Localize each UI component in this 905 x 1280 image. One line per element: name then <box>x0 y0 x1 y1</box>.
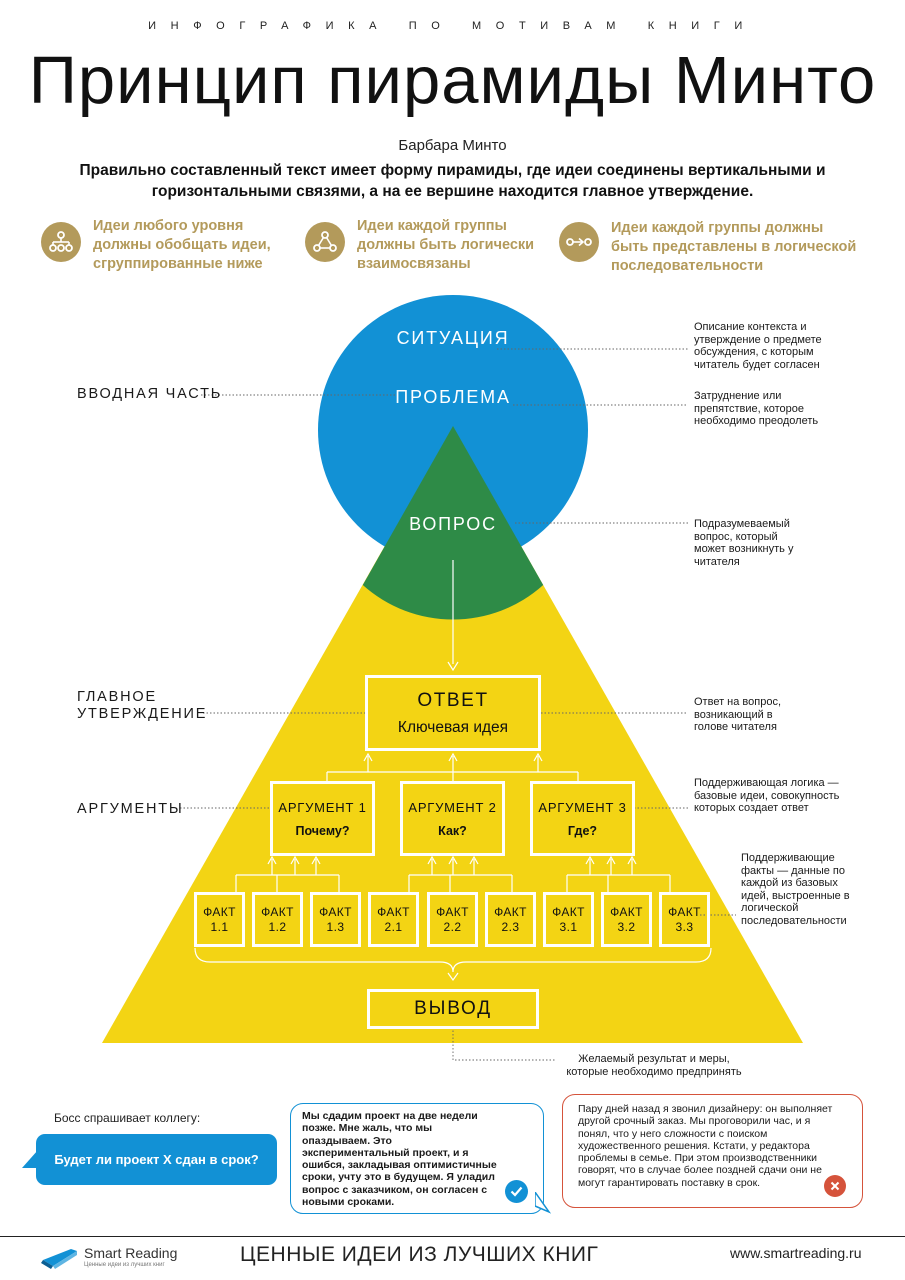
note-answer: Ответ на вопрос, возникающий в голове чи… <box>694 696 781 733</box>
book-author: Барбара Минто <box>398 137 507 154</box>
example-intro: Босс спрашивает коллегу: <box>54 1111 201 1125</box>
bubble-tail-icon <box>22 1150 38 1168</box>
argument-box-2: АРГУМЕНТ 2 Как? <box>400 781 505 856</box>
argument-question: Почему? <box>295 823 350 838</box>
network-icon <box>305 222 345 262</box>
footer-slogan: ЦЕННЫЕ ИДЕИ ИЗ ЛУЧШИХ КНИГ <box>240 1243 599 1266</box>
principle-3-text: Идеи каждой группы должны быть представл… <box>611 220 857 274</box>
site-url[interactable]: www.smartreading.ru <box>730 1245 862 1261</box>
smart-reading-logo-icon <box>41 1249 77 1269</box>
problem-label: ПРОБЛЕМА <box>395 387 511 407</box>
sequence-icon <box>559 222 599 262</box>
brand-name: Smart Reading <box>84 1245 178 1261</box>
brand-tagline: Ценные идеи из лучших книг <box>84 1262 165 1268</box>
checkmark-icon <box>505 1180 528 1203</box>
principle-2-text: Идеи каждой группы должны быть логически… <box>357 218 535 272</box>
infographic-kicker: ИНФОГРАФИКА ПО МОТИВАМ КНИГИ <box>148 20 757 32</box>
principle-1-text: Идеи любого уровня должны обобщать идеи,… <box>93 218 271 272</box>
argument-question: Как? <box>438 823 467 838</box>
good-answer-bubble: Мы сдадим проект на две недели позже. Мн… <box>290 1103 544 1214</box>
question-label: ВОПРОС <box>409 514 497 534</box>
good-answer-text: Мы сдадим проект на две недели позже. Мн… <box>302 1110 497 1209</box>
answer-box: ОТВЕТ Ключевая идея <box>365 675 541 751</box>
answer-subtitle: Ключевая идея <box>397 718 509 736</box>
lead-text: Правильно составленный текст имеет форму… <box>79 162 826 200</box>
hierarchy-icon <box>41 222 81 262</box>
argument-title: АРГУМЕНТ 2 <box>408 799 497 815</box>
bad-answer-text: Пару дней назад я звонил дизайнеру: он в… <box>578 1103 833 1189</box>
boss-question-text: Будет ли проект X сдан в срок? <box>54 1152 259 1167</box>
level-arguments: АРГУМЕНТЫ <box>77 801 184 817</box>
note-question: Подразумеваемый вопрос, который может во… <box>694 518 794 568</box>
bubble-tail-icon <box>535 1192 551 1214</box>
argument-title: АРГУМЕНТ 1 <box>278 799 367 815</box>
level-intro: ВВОДНАЯ ЧАСТЬ <box>77 386 223 402</box>
conclusion-label: ВЫВОД <box>414 998 492 1019</box>
argument-question: Где? <box>567 823 598 838</box>
conclusion-box: ВЫВОД <box>367 989 539 1029</box>
note-problem: Затруднение или препятствие, которое нео… <box>694 390 819 427</box>
page-title: Принцип пирамиды Минто <box>28 43 877 118</box>
cross-icon <box>824 1175 846 1197</box>
note-facts: Поддерживающие факты — данные по каждой … <box>741 852 850 927</box>
note-arguments: Поддерживающая логика — базовые идеи, со… <box>694 777 840 814</box>
answer-title: ОТВЕТ <box>417 689 489 711</box>
argument-title: АРГУМЕНТ 3 <box>538 799 627 815</box>
situation-label: СИТУАЦИЯ <box>396 328 510 348</box>
note-conclusion: Желаемый результат и меры, которые необх… <box>566 1053 742 1078</box>
question-overlap <box>362 426 544 620</box>
level-main-statement: ГЛАВНОЕ УТВЕРЖДЕНИЕ <box>77 689 208 722</box>
argument-box-1: АРГУМЕНТ 1 Почему? <box>270 781 375 856</box>
bad-answer-bubble: Пару дней назад я звонил дизайнеру: он в… <box>562 1094 863 1208</box>
boss-question-bubble: Будет ли проект X сдан в срок? <box>36 1134 277 1185</box>
note-situation: Описание контекста и утверждение о предм… <box>694 321 822 371</box>
footer-divider <box>0 1236 905 1237</box>
argument-box-3: АРГУМЕНТ 3 Где? <box>530 781 635 856</box>
